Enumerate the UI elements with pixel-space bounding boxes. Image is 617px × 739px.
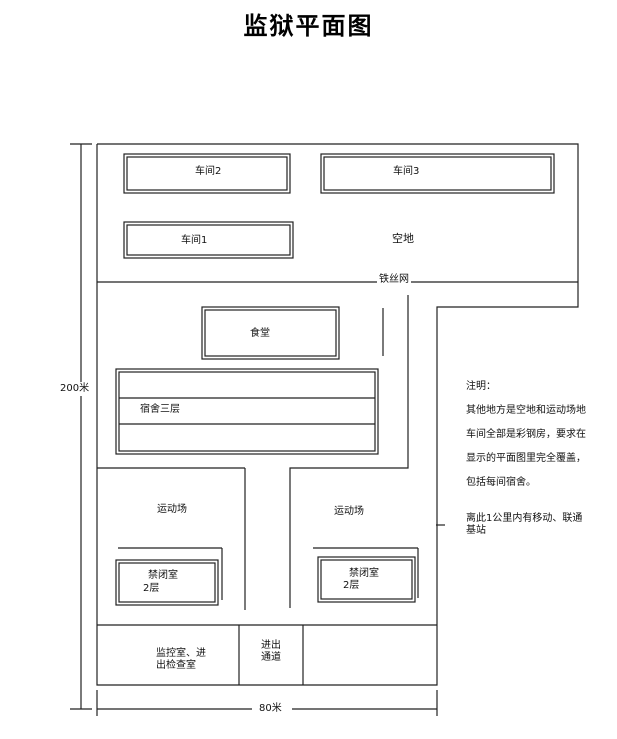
note-line: 其他地方是空地和运动场地 [466,405,586,416]
note-line: 包括每间宿舍。 [466,477,536,488]
workshop2-box [123,153,291,194]
confine-right-box [317,556,416,603]
workshop3-box [320,153,555,194]
confine-right-floors: 2层 [343,580,360,591]
passage-line1: 进出 [261,640,281,651]
page-title: 监狱平面图 [243,12,374,40]
note-extra-line: 基站 [466,525,486,536]
height-dimension-label: 200米 [60,382,90,396]
workshop1-box [123,221,294,259]
note-line: 显示的平面图里完全覆盖， [466,453,586,464]
sports-left-label: 运动场 [157,504,187,515]
monitor-room-line2: 出检查室 [156,660,196,671]
confine-left-box [115,559,219,606]
dorm-label: 宿舍三层 [140,404,180,415]
note-line: 车间全部是彩钢房，要求在 [466,429,586,440]
dorm-box [115,368,379,455]
outer-wall [96,143,579,686]
note-heading: 注明： [466,381,496,392]
confine-right-name: 禁闭室 [349,568,379,579]
canteen-box [201,306,340,360]
confine-left-name: 禁闭室 [148,570,178,581]
sports-right-label: 运动场 [334,506,364,517]
note-extra-line: 离此1公里内有移动、联通 [466,513,583,524]
workshop1-label: 车间1 [181,235,208,246]
passage-line2: 通道 [261,652,281,663]
canteen-label: 食堂 [250,328,270,339]
width-dimension-label: 80米 [259,703,282,714]
wire-fence-label: 铁丝网 [377,274,411,286]
workshop2-label: 车间2 [195,166,222,177]
open-space-label: 空地 [392,232,414,245]
workshop3-label: 车间3 [393,166,420,177]
confine-left-floors: 2层 [143,583,160,594]
monitor-room-line1: 监控室、进 [156,648,206,659]
